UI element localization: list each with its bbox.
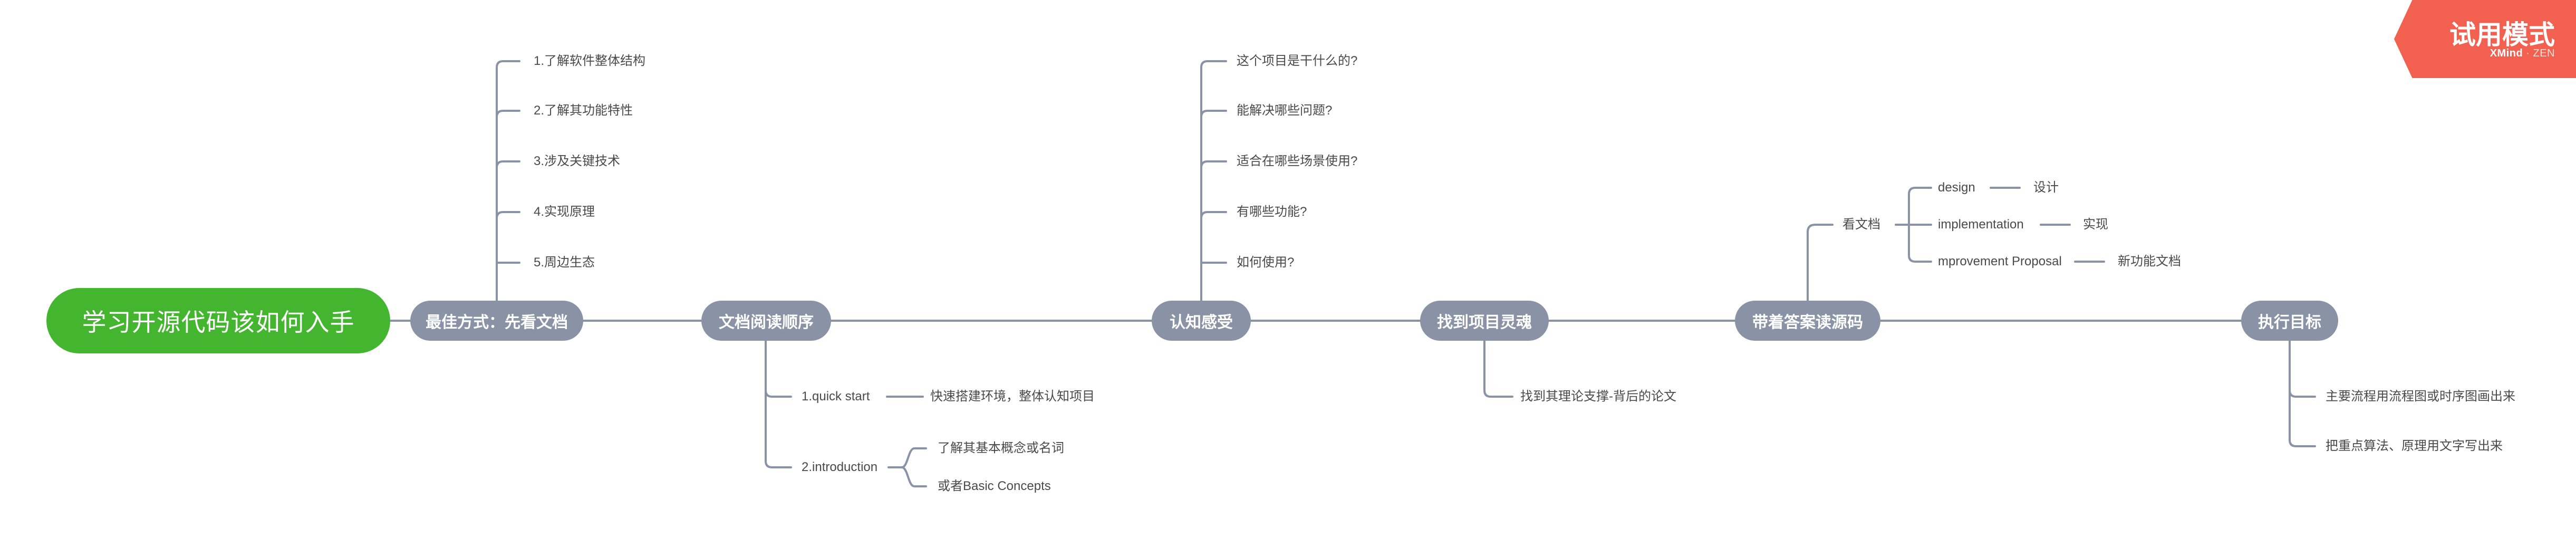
subtopic-cognition-5[interactable]: 如何使用?	[1237, 255, 1295, 270]
subtopic-best-way-5[interactable]: 5.周边生态	[534, 255, 595, 270]
subtopic-best-way-1[interactable]: 1.了解软件整体结构	[534, 54, 646, 68]
topic-read-source[interactable]: 带着答案读源码	[1735, 301, 1880, 341]
topic-cognition[interactable]: 认知感受	[1152, 301, 1251, 341]
logo-separator: ·	[2523, 47, 2533, 59]
connector-read-source	[1807, 224, 1834, 302]
connector-goal	[2289, 340, 2316, 447]
trial-mode-title: 试用模式	[2449, 20, 2555, 50]
subtopic-best-way-4[interactable]: 4.实现原理	[534, 205, 595, 219]
topic-soul[interactable]: 找到项目灵魂	[1420, 301, 1549, 341]
subtopic-design[interactable]: design	[1938, 180, 1975, 195]
connector-soul	[1483, 340, 1513, 398]
subtopic-cognition-1[interactable]: 这个项目是干什么的?	[1237, 54, 1358, 68]
xmind-zen-logo: XMind · ZEN	[2490, 47, 2555, 60]
subtopic-goal-1[interactable]: 主要流程用流程图或时序图画出来	[2326, 389, 2515, 404]
subtopic-goal-2[interactable]: 把重点算法、原理用文字写出来	[2326, 439, 2503, 453]
subtopic-cognition-2[interactable]: 能解决哪些问题?	[1237, 103, 1333, 118]
subtopic-proposal-zh[interactable]: 新功能文档	[2118, 254, 2181, 268]
subtopic-implementation-zh[interactable]: 实现	[2083, 217, 2108, 232]
topic-doc-order[interactable]: 文档阅读顺序	[701, 301, 831, 341]
root-topic[interactable]: 学习开源代码该如何入手	[46, 288, 390, 353]
subtopic-cognition-4[interactable]: 有哪些功能?	[1237, 205, 1307, 219]
xmind-logo-text: XMind	[2490, 47, 2523, 59]
topic-best-way[interactable]: 最佳方式：先看文档	[410, 301, 583, 341]
subtopic-cognition-3[interactable]: 适合在哪些场景使用?	[1237, 154, 1358, 168]
connector-cognition	[1200, 60, 1227, 302]
topic-goal[interactable]: 执行目标	[2241, 301, 2338, 341]
subtopic-read-docs[interactable]: 看文档	[1842, 217, 1880, 232]
subtopic-intro-detail-2[interactable]: 或者Basic Concepts	[938, 479, 1051, 493]
subtopic-proposal[interactable]: mprovement Proposal	[1938, 254, 2062, 268]
zen-logo-text: ZEN	[2533, 47, 2555, 59]
connector-best-way	[496, 60, 520, 302]
subtopic-implementation[interactable]: implementation	[1938, 217, 2024, 232]
trial-mode-banner: 试用模式 XMind · ZEN	[2394, 0, 2576, 78]
subtopic-introduction[interactable]: 2.introduction	[802, 460, 878, 474]
subtopic-best-way-3[interactable]: 3.涉及关键技术	[534, 154, 621, 168]
subtopic-quick-start-detail[interactable]: 快速搭建环境，整体认知项目	[930, 389, 1095, 404]
connector-doc-order	[765, 340, 792, 468]
subtopic-best-way-2[interactable]: 2.了解其功能特性	[534, 103, 633, 118]
subtopic-design-zh[interactable]: 设计	[2033, 180, 2059, 195]
subtopic-intro-detail-1[interactable]: 了解其基本概念或名词	[938, 441, 1064, 455]
subtopic-quick-start[interactable]: 1.quick start	[802, 389, 870, 404]
subtopic-soul-paper[interactable]: 找到其理论支撑-背后的论文	[1520, 389, 1676, 404]
